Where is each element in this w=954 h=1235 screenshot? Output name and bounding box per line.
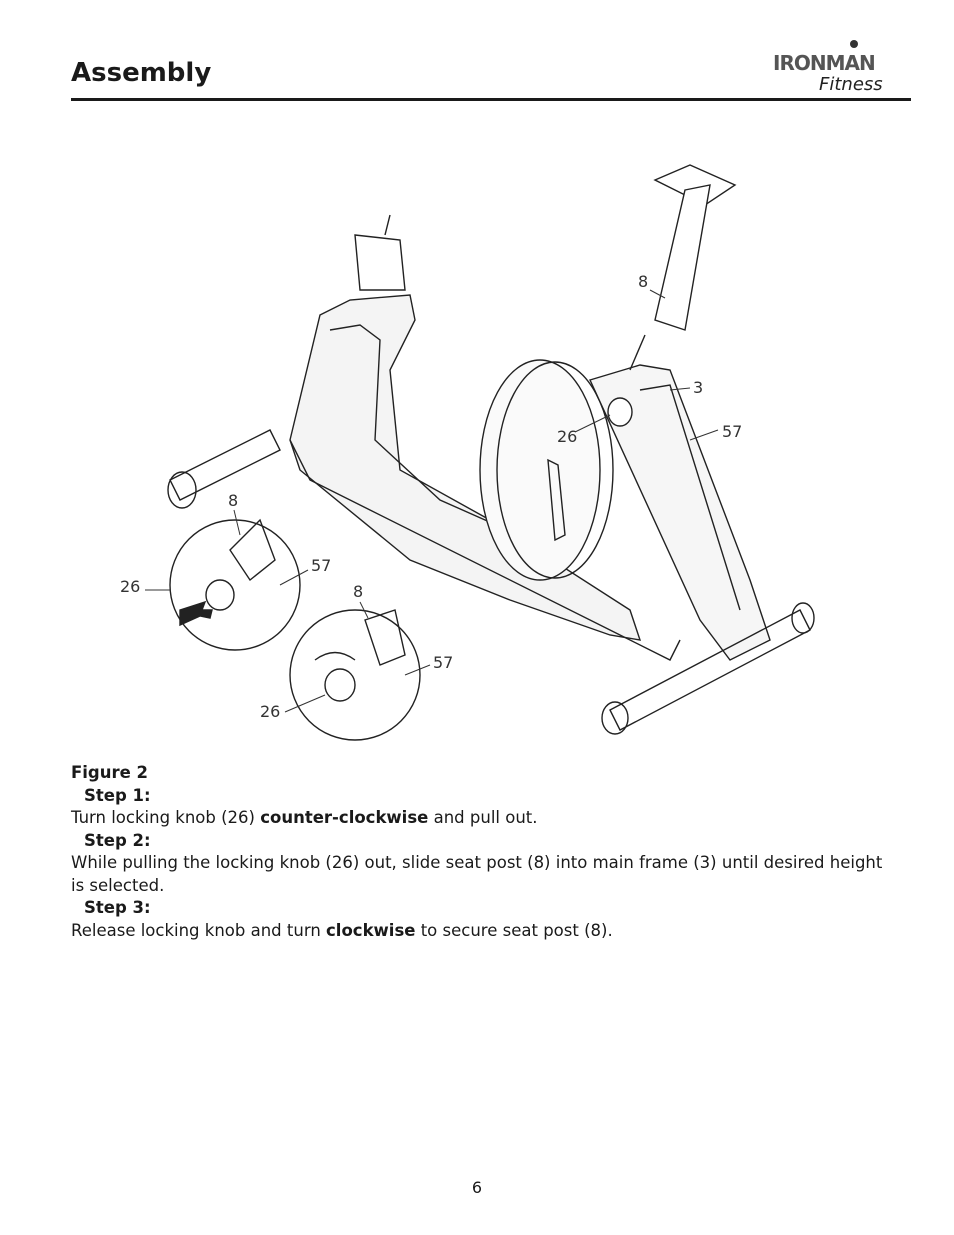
- svg-text:Fitness: Fitness: [819, 74, 883, 95]
- callout-26-inset1: 26: [120, 577, 140, 596]
- callout-8-main: 8: [638, 272, 648, 291]
- step1-text: Turn locking knob (26) counter-clockwise…: [71, 807, 891, 830]
- step3-emphasis: clockwise: [326, 920, 416, 940]
- step2-label: Step 2:: [84, 830, 151, 850]
- step3-text-end: to secure seat post (8).: [415, 920, 613, 940]
- step1-emphasis: counter-clockwise: [260, 808, 429, 827]
- page-header: Assembly IRONMAN Fitness: [71, 38, 911, 101]
- step3-text: Release locking knob and turn clockwise …: [71, 920, 891, 943]
- step3-label: Step 3:: [84, 898, 151, 917]
- step1-text-start: Turn locking knob (26): [71, 808, 261, 827]
- step3-text-start: Release locking knob and turn: [71, 920, 327, 940]
- svg-text:IRONMAN: IRONMAN: [773, 51, 875, 75]
- page-title: Assembly: [71, 58, 212, 88]
- callout-26-inset2: 26: [260, 702, 280, 721]
- assembly-figure: 8 3 26 57 8 57 26 8 57 26: [120, 164, 815, 741]
- step1-text-end: and pull out.: [428, 808, 538, 827]
- callout-26-main: 26: [557, 427, 577, 446]
- instructions: Figure 2 Step 1: Turn locking knob (26) …: [71, 762, 891, 942]
- callout-8-inset1: 8: [228, 491, 238, 510]
- callout-8-inset2: 8: [353, 582, 363, 601]
- step2-text: While pulling the locking knob (26) out,…: [71, 853, 883, 895]
- callout-57-main: 57: [722, 422, 742, 441]
- ironman-fitness-logo: IRONMAN Fitness: [773, 40, 883, 95]
- callout-57-inset2: 57: [433, 653, 453, 672]
- figure-caption: Figure 2: [71, 763, 149, 782]
- callout-57-inset1: 57: [311, 556, 331, 575]
- page-number: 6: [471, 1178, 483, 1197]
- step1-label: Step 1:: [84, 785, 151, 805]
- callout-3: 3: [693, 378, 703, 397]
